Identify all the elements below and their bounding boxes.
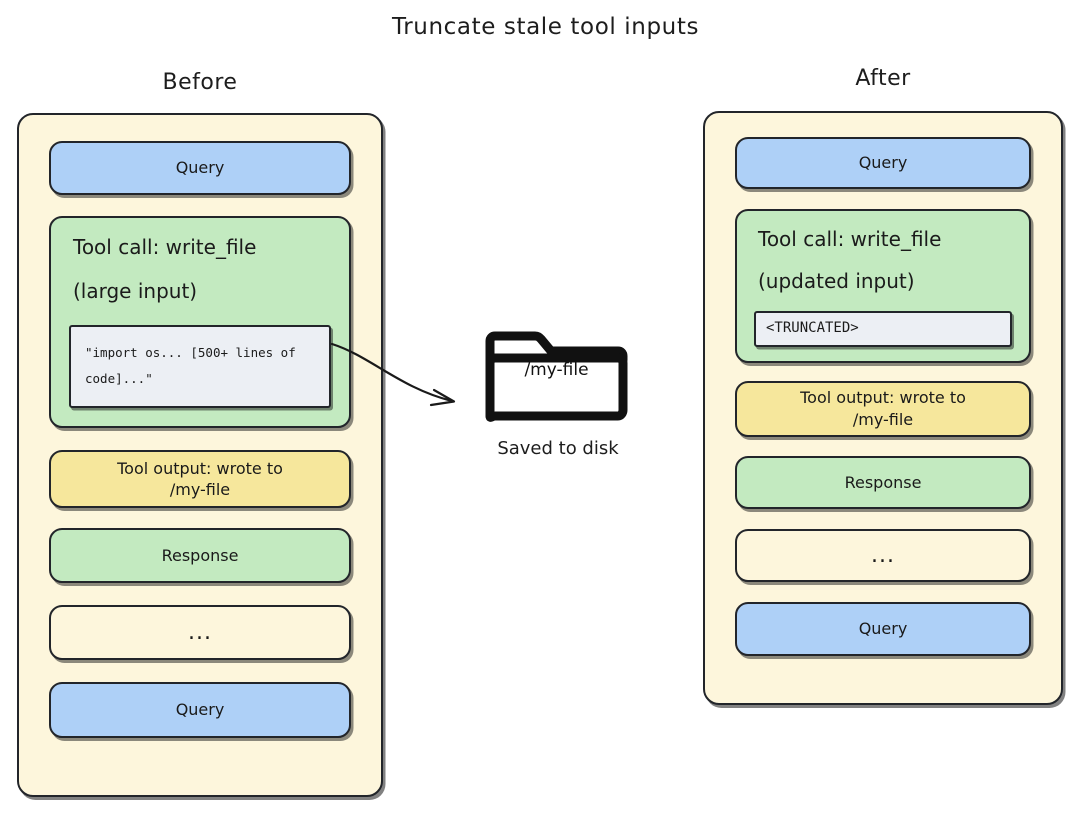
column-heading-before: Before [162, 70, 238, 95]
disk-caption: Saved to disk [497, 438, 619, 459]
code-line-2: [500+ lines of code]..." [85, 345, 296, 386]
tool-output-line-1: Tool output: wrote to [117, 458, 283, 478]
message-ellipsis: ... [49, 605, 351, 661]
saved-to-disk-group: /my-file Saved to disk [479, 330, 649, 470]
message-query-bottom[interactable]: Query [735, 602, 1031, 656]
page-title: Truncate stale tool inputs [391, 14, 700, 40]
tool-output-line-1: Tool output: wrote to [800, 388, 966, 408]
tool-call-code-block: "import os... [500+ lines of code]..." [69, 325, 331, 409]
message-query-top[interactable]: Query [735, 137, 1031, 189]
message-label: Query [858, 619, 908, 639]
code-line-1: "import os... [85, 345, 183, 360]
tool-call-input-note: (large input) [73, 279, 198, 303]
message-query-top[interactable]: Query [49, 141, 351, 195]
curved-arrow-icon [330, 342, 456, 407]
tool-call-name: Tool call: write_file [73, 235, 257, 259]
message-tool-call[interactable]: Tool call: write_file (updated input) <T… [735, 209, 1031, 363]
message-response[interactable]: Response [735, 456, 1031, 509]
message-label: Query [858, 153, 908, 173]
message-tool-call[interactable]: Tool call: write_file (large input) "imp… [49, 216, 351, 429]
message-tool-output[interactable]: Tool output: wrote to /my-file [735, 381, 1031, 437]
message-label: Response [844, 472, 922, 492]
message-ellipsis: ... [735, 529, 1031, 582]
truncated-label: <TRUNCATED> [766, 320, 859, 336]
ellipsis-label: ... [188, 620, 212, 646]
column-heading-after: After [855, 66, 911, 91]
message-tool-output[interactable]: Tool output: wrote to /my-file [49, 450, 351, 509]
message-label: Query [175, 700, 225, 720]
tool-call-input-note: (updated input) [758, 269, 915, 293]
context-window-before: Query Tool call: write_file (large input… [17, 113, 383, 797]
tool-call-truncated-block: <TRUNCATED> [754, 311, 1012, 347]
context-window-after: Query Tool call: write_file (updated inp… [703, 111, 1063, 705]
tool-output-line-2: /my-file [169, 480, 231, 500]
folder-icon [485, 331, 628, 422]
message-query-bottom[interactable]: Query [49, 682, 351, 739]
message-label: Query [175, 158, 225, 178]
message-response[interactable]: Response [49, 528, 351, 584]
tool-call-name: Tool call: write_file [758, 227, 942, 251]
message-label: Response [161, 545, 239, 565]
ellipsis-label: ... [871, 542, 895, 568]
tool-output-line-2: /my-file [852, 410, 914, 429]
